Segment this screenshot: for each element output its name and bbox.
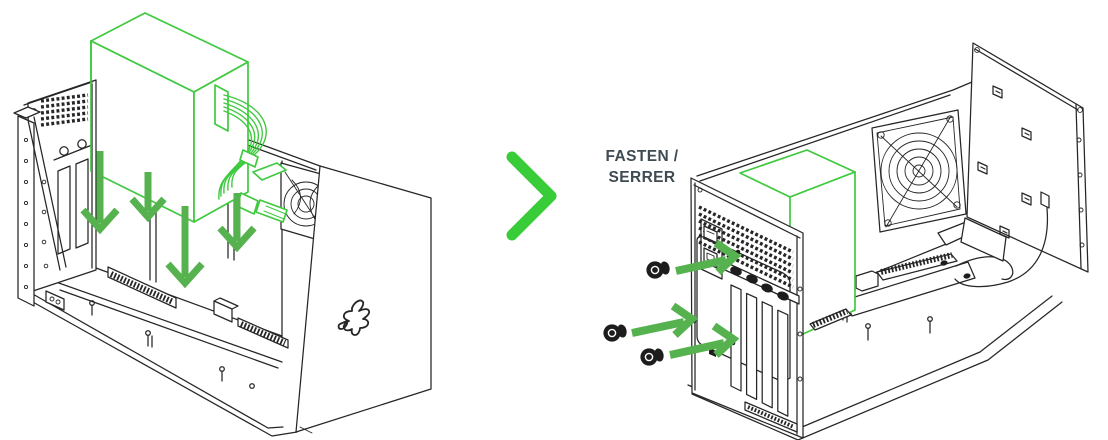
panel-mount-tabs (977, 85, 1032, 239)
left-bracket-strip (13, 106, 67, 311)
down-arrow-icon (129, 172, 167, 223)
fasten-label-line2: SERRER (609, 169, 676, 186)
pci-slot-covers (724, 261, 800, 417)
access-door-outline (696, 236, 791, 383)
installed-psu-outline (739, 149, 856, 341)
vent-grid (40, 93, 89, 127)
side-panel-open (954, 42, 1089, 288)
thumbscrew-icon (640, 348, 664, 366)
terminal-strip (237, 317, 289, 349)
step2-fasten-illustration: FASTEN / SERRER (603, 42, 1089, 440)
down-arrow-icon (80, 151, 120, 235)
panel-cable (954, 207, 1049, 288)
cable-connector (255, 199, 288, 223)
bracket-slot (75, 158, 89, 249)
board-connector (213, 297, 239, 323)
bracket-slot (57, 165, 71, 255)
side-panel-with-logo (295, 165, 432, 434)
cable-strap (239, 149, 259, 168)
thumbscrews-and-arrows (603, 239, 742, 366)
cooling-fan (871, 109, 975, 246)
razer-logo-icon (337, 299, 371, 336)
interface-board (842, 252, 1014, 341)
fasten-arrow-icon (669, 322, 740, 359)
thumbscrew-icon (603, 324, 627, 342)
thumbscrew-icon (646, 261, 670, 279)
pcie-edge-connector (809, 308, 852, 331)
chassis-rear-panel (690, 177, 804, 439)
slot-cover-posts (730, 266, 789, 301)
cable-connector (252, 162, 287, 181)
fasten-label-line1: FASTEN / (606, 148, 679, 165)
pcie-slot (107, 266, 177, 309)
chassis-frame-right (687, 81, 1063, 440)
insert-down-arrows (80, 151, 257, 289)
fasten-arrow-icon (675, 239, 742, 275)
psu-cable-recess (214, 84, 229, 132)
psu-unit-outline (90, 12, 288, 223)
next-step-chevron-icon (506, 151, 557, 241)
rear-io-panel (13, 40, 97, 311)
down-arrow-icon (165, 206, 205, 289)
standoff-pins (89, 300, 255, 389)
fan-corner-screws (877, 115, 961, 227)
down-arrow-icon (217, 193, 257, 253)
power-cable (955, 256, 1014, 281)
step1-install-psu-illustration (13, 12, 432, 437)
fasten-arrow-icon (631, 302, 699, 338)
